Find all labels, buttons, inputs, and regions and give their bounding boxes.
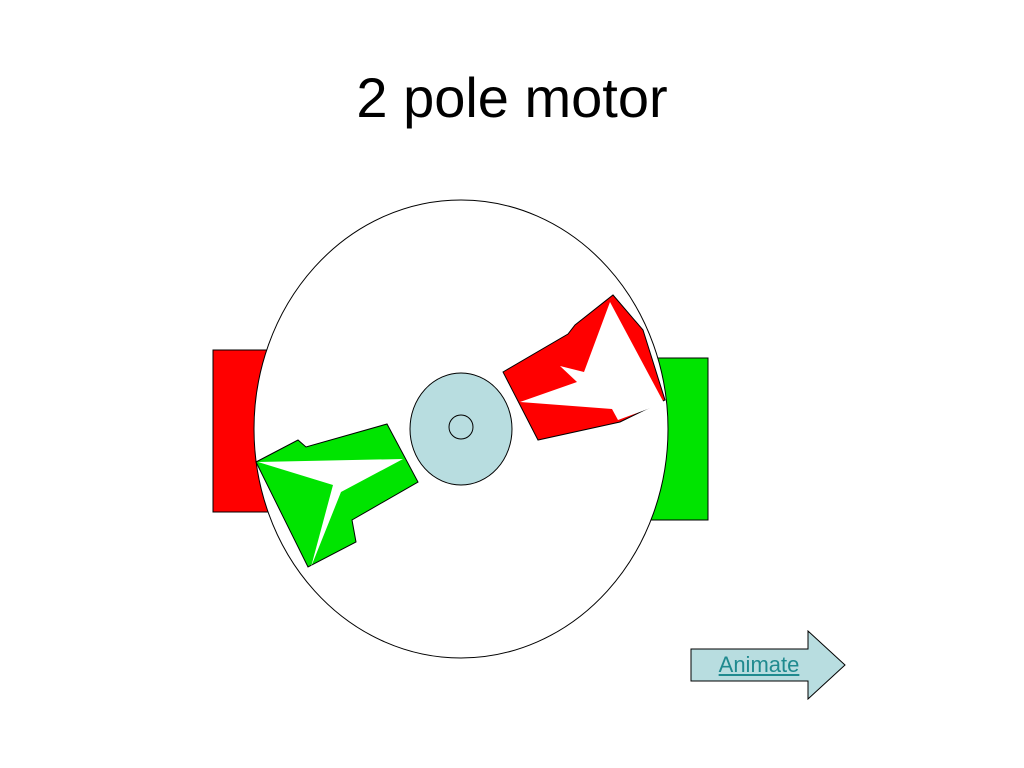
animate-link[interactable]: Animate bbox=[718, 652, 800, 677]
slide-title: 2 pole motor bbox=[356, 66, 668, 129]
animate-button[interactable]: Animate bbox=[690, 630, 846, 700]
right-arrow-icon bbox=[690, 630, 846, 700]
rotor-shaft bbox=[448, 414, 474, 440]
lightning-arrow-icon-lower-left bbox=[258, 459, 403, 567]
lightning-arrow-icon-upper-right bbox=[520, 302, 664, 420]
